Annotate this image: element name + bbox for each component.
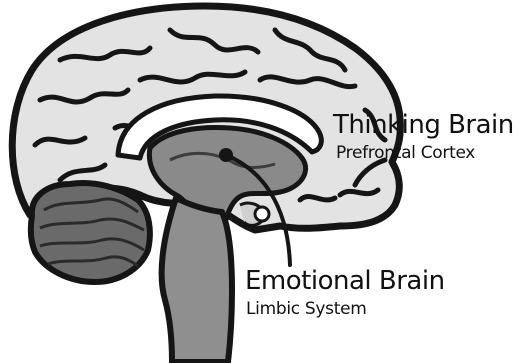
brain-stem bbox=[162, 198, 232, 362]
thinking-brain-subtitle: Prefrontal Cortex bbox=[336, 145, 475, 162]
cerebellum bbox=[31, 183, 150, 282]
emotional-brain-subtitle: Limbic System bbox=[246, 301, 367, 318]
emotional-brain-title: Emotional Brain bbox=[245, 268, 445, 294]
thinking-brain-title: Thinking Brain bbox=[333, 112, 514, 138]
